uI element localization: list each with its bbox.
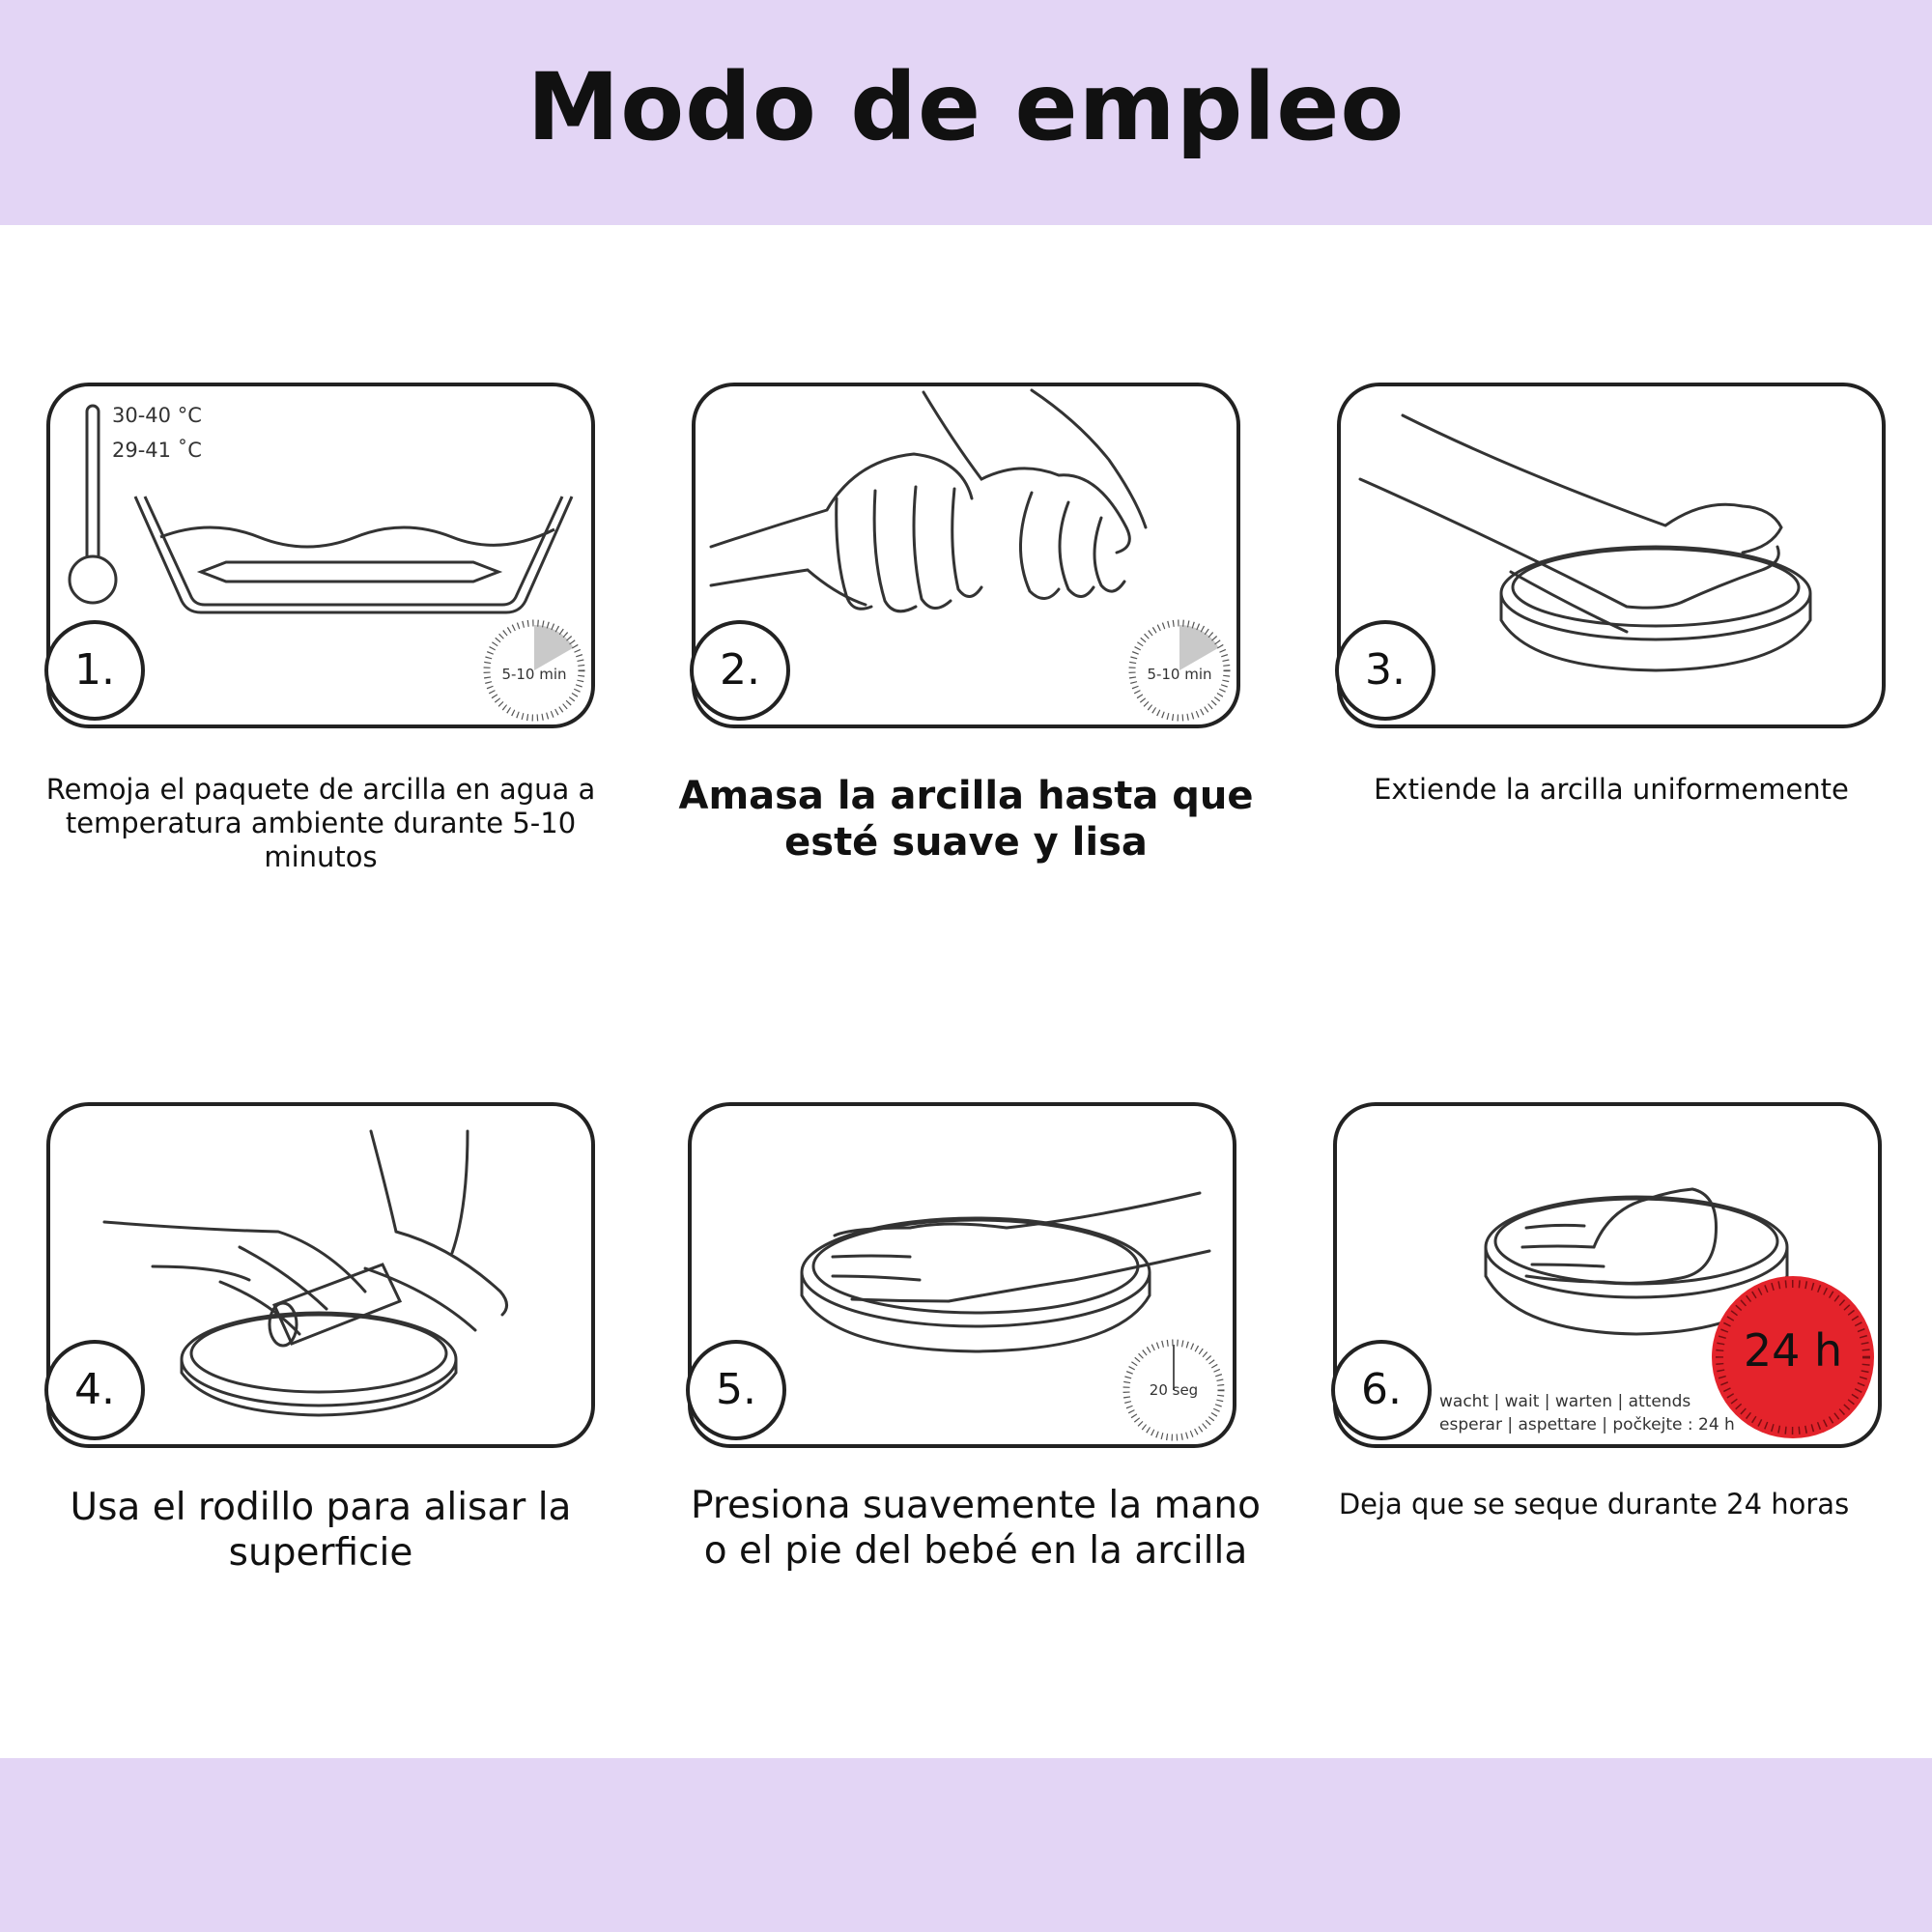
hand-imprint-icon [1520, 1187, 1718, 1285]
footer-band [0, 1758, 1932, 1932]
header-band [0, 0, 1932, 225]
stopwatch-icon [483, 619, 585, 722]
step-5-panel: 20 seg 5. [686, 1102, 1236, 1448]
step-4-caption: Usa el rodillo para alisar la superficie [70, 1486, 572, 1575]
spreading-hand-icon [1358, 413, 1783, 634]
step-2-caption: Amasa la arcilla hasta que esté suave y … [678, 774, 1254, 865]
step-number: 5. [686, 1340, 786, 1440]
soak-illustration [46, 383, 595, 728]
timer-label: 5-10 min [1147, 666, 1212, 683]
pressing-hand-icon [831, 1191, 1211, 1303]
step-1-caption: Remoja el paquete de arcilla en agua a t… [45, 773, 596, 873]
rolling-pin-icon [268, 1263, 403, 1348]
kneading-hands-icon [709, 388, 1148, 613]
thermometer-icon [68, 404, 118, 605]
step-6-caption: Deja que se seque durante 24 horas [1338, 1488, 1850, 1520]
press-illustration [688, 1102, 1236, 1448]
step-number: 6. [1331, 1340, 1432, 1440]
24h-timer: 24 h [1712, 1276, 1874, 1438]
step-number: 4. [44, 1340, 145, 1440]
timer-label: 24 h [1743, 1324, 1843, 1377]
page-title: Modo de empleo [526, 53, 1406, 161]
step-1-panel: 30-40 °C 29-41 ˚C 5-10 min 1. [44, 383, 595, 728]
clay-packet-icon [196, 560, 503, 583]
step-3-panel: 3. [1335, 383, 1886, 728]
stopwatch-icon [1716, 1280, 1870, 1435]
step-number: 1. [44, 620, 145, 721]
multilang-wait-line-2: esperar | aspettare | počkejte : 24 h [1439, 1415, 1735, 1435]
clay-tray-icon [180, 1311, 458, 1417]
step-3-caption: Extiende la arcilla uniformemente [1374, 773, 1849, 806]
step-2-timer: 5-10 min [1126, 617, 1233, 724]
step-1-timer: 5-10 min [481, 617, 587, 724]
stopwatch-icon [1128, 619, 1231, 722]
step-number: 3. [1335, 620, 1435, 721]
stopwatch-icon [1122, 1339, 1225, 1441]
rolling-hands-icon [102, 1129, 508, 1336]
step-6-panel: 24 h wacht | wait | warten | attends esp… [1331, 1102, 1882, 1448]
step-4-panel: 4. [44, 1102, 595, 1448]
water-bowl-icon [133, 496, 574, 614]
knead-illustration [692, 383, 1240, 728]
step-5-timer: 20 seg [1121, 1337, 1227, 1443]
clay-tray-icon [1499, 545, 1812, 672]
temperature-primary: 30-40 °C [112, 404, 202, 427]
step-2-panel: 5-10 min 2. [690, 383, 1240, 728]
timer-label: 20 seg [1149, 1381, 1199, 1399]
step-5-caption: Presiona suavemente la mano o el pie del… [690, 1484, 1262, 1573]
spread-illustration [1337, 383, 1886, 728]
multilang-wait-line-1: wacht | wait | warten | attends [1439, 1392, 1691, 1411]
temperature-secondary: 29-41 ˚C [112, 439, 202, 462]
roll-illustration [46, 1102, 595, 1448]
timer-label: 5-10 min [501, 666, 567, 683]
step-number: 2. [690, 620, 790, 721]
